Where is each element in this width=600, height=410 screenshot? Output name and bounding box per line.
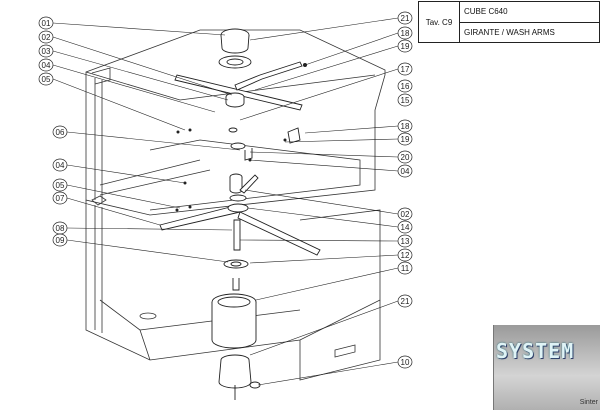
callout-05: 05	[52, 178, 68, 192]
callout-02: 02	[38, 30, 54, 44]
leader-line	[66, 131, 241, 151]
callout-17: 17	[397, 62, 413, 76]
leader-line	[66, 239, 229, 263]
callout-number: 21	[401, 14, 410, 23]
callout-19: 19	[397, 39, 413, 53]
leader-line	[249, 151, 399, 158]
callout-21: 21	[397, 11, 413, 25]
callout-number: 17	[401, 65, 410, 74]
callout-18: 18	[397, 26, 413, 40]
callout-13: 13	[397, 234, 413, 248]
wash-arm-parts	[159, 28, 321, 400]
callout-number: 19	[401, 135, 410, 144]
leader-line	[284, 138, 399, 143]
leader-line	[66, 197, 161, 226]
callout-12: 12	[397, 248, 413, 262]
leader-line	[52, 78, 186, 131]
callout-15: 15	[397, 93, 413, 107]
leader-line	[52, 22, 226, 36]
callout-07: 07	[52, 191, 68, 205]
drawing-description: GIRANTE / WASH ARMS	[464, 28, 555, 37]
callout-labels: 01 02 03 04 05 06 04 05 07 08 09 21 18 19 17 16 15 18 19 20…	[38, 11, 413, 369]
leader-line	[52, 36, 233, 96]
callout-11: 11	[397, 261, 413, 275]
leader-line	[257, 361, 399, 386]
callout-18: 18	[397, 119, 413, 133]
logo-subtext: Sinter	[579, 399, 598, 406]
leader-line	[249, 159, 399, 172]
callout-number: 19	[401, 42, 410, 51]
callout-number: 18	[401, 122, 410, 131]
callout-number: 21	[401, 297, 410, 306]
callout-19: 19	[397, 132, 413, 146]
title-block: Tav. C9 CUBE C640 GIRANTE / WASH ARMS	[418, 1, 600, 43]
system-logo: SYSTEM Sinter	[493, 325, 600, 410]
callout-03: 03	[38, 44, 54, 58]
callout-number: 04	[42, 61, 51, 70]
callout-20: 20	[397, 150, 413, 164]
leader-line	[249, 17, 399, 41]
sheet-number: Tav. C9	[419, 2, 460, 42]
callout-number: 20	[401, 153, 410, 162]
callout-number: 02	[401, 210, 410, 219]
callout-number: 03	[42, 47, 51, 56]
leader-line	[52, 50, 229, 101]
leader-line	[66, 164, 186, 184]
callout-04: 04	[52, 158, 68, 172]
leader-line	[304, 125, 399, 134]
callout-number: 16	[401, 82, 410, 91]
callout-number: 05	[56, 181, 65, 190]
callout-number: 04	[56, 161, 65, 170]
callout-number: 15	[401, 96, 410, 105]
leader-line	[255, 267, 399, 301]
callout-16: 16	[397, 79, 413, 93]
model-name: CUBE C640	[460, 2, 599, 23]
callout-04: 04	[38, 58, 54, 72]
callout-number: 14	[401, 223, 410, 232]
callout-number: 12	[401, 251, 410, 260]
leader-line	[254, 45, 399, 91]
leader-line	[239, 68, 399, 121]
callout-06: 06	[52, 125, 68, 139]
callout-number: 09	[56, 236, 65, 245]
leader-line	[247, 207, 399, 228]
callout-10: 10	[397, 355, 413, 369]
callout-number: 11	[401, 264, 410, 273]
callout-number: 18	[401, 29, 410, 38]
callout-number: 04	[401, 167, 410, 176]
leader-line	[249, 300, 399, 356]
callout-01: 01	[38, 16, 54, 30]
callout-21: 21	[397, 294, 413, 308]
callout-08: 08	[52, 221, 68, 235]
leader-line	[304, 32, 399, 66]
leader-line	[52, 64, 216, 113]
callout-14: 14	[397, 220, 413, 234]
callout-number: 05	[42, 75, 51, 84]
callout-number: 01	[42, 19, 51, 28]
callout-02: 02	[397, 207, 413, 221]
leader-lines	[52, 17, 399, 386]
callout-number: 02	[42, 33, 51, 42]
callout-number: 06	[56, 128, 65, 137]
leader-line	[66, 227, 233, 231]
callout-number: 10	[401, 358, 410, 367]
callout-number: 08	[56, 224, 65, 233]
leader-line	[239, 239, 399, 242]
callout-05: 05	[38, 72, 54, 86]
leader-line	[249, 254, 399, 264]
logo-text: SYSTEM	[496, 339, 575, 363]
callout-09: 09	[52, 233, 68, 247]
callout-number: 13	[401, 237, 410, 246]
leader-line	[66, 184, 181, 209]
leader-line	[244, 189, 399, 215]
screws	[175, 63, 307, 212]
callout-04: 04	[397, 164, 413, 178]
callout-number: 07	[56, 194, 65, 203]
